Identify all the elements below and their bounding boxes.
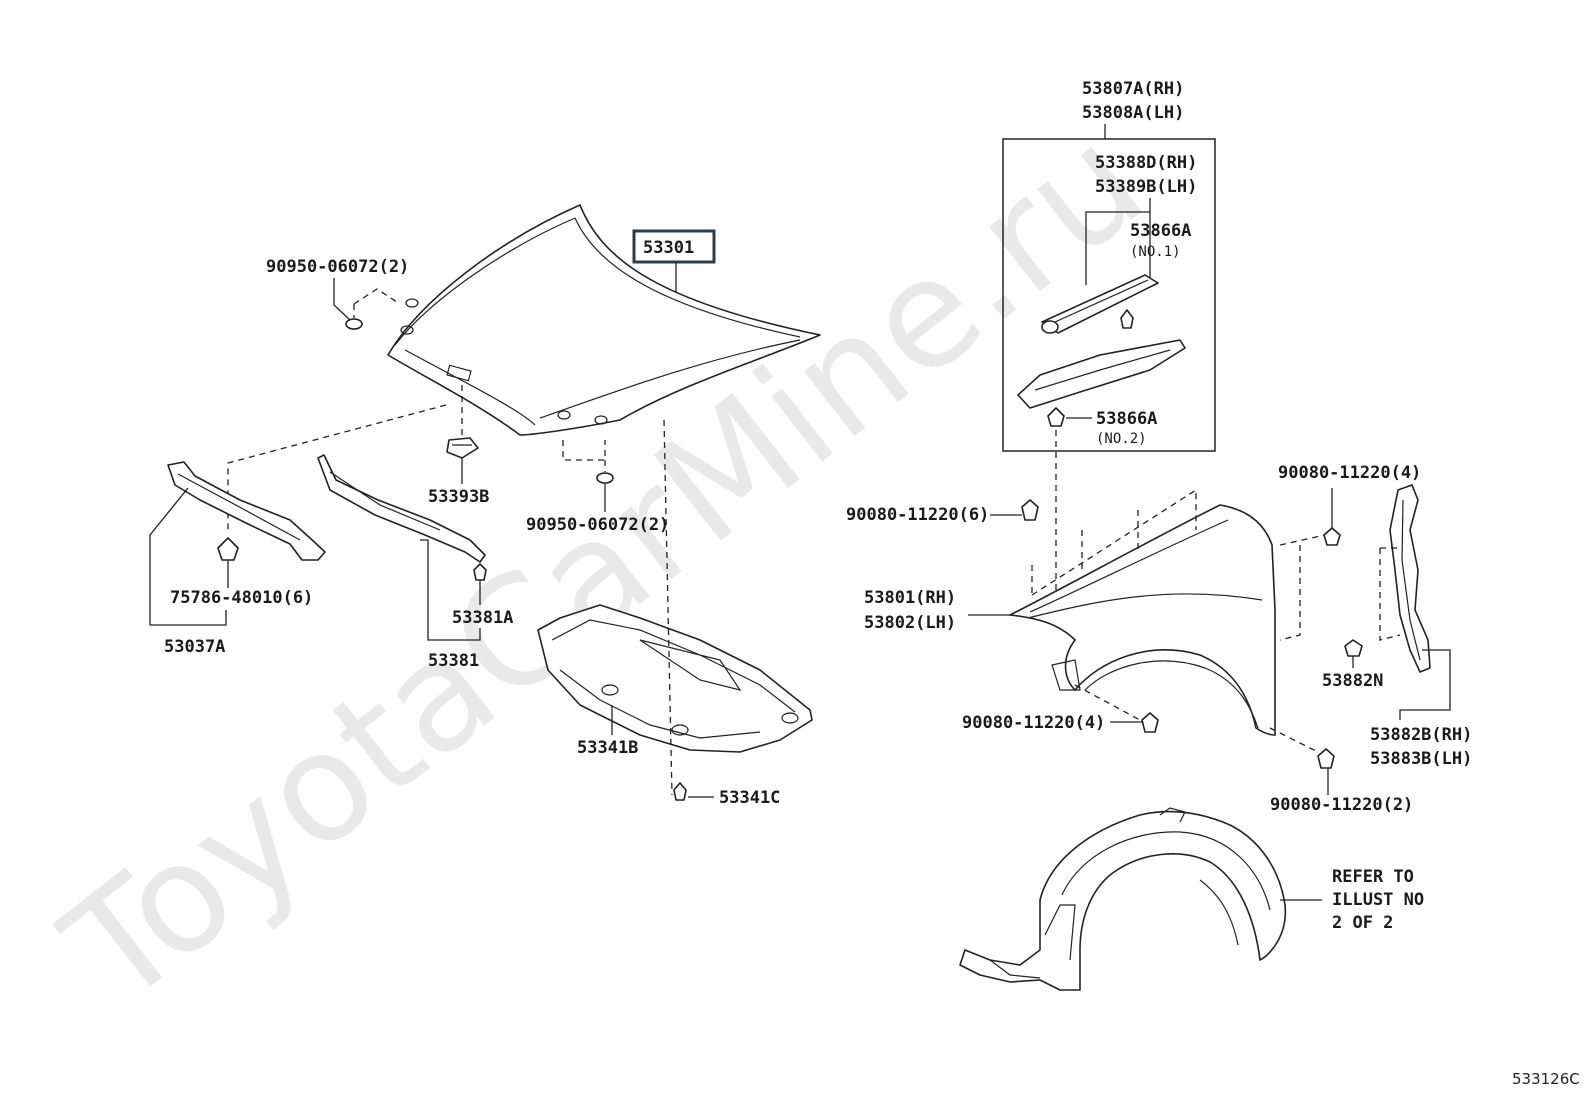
fender-seal-rh-label: 53388D(RH)	[1095, 153, 1197, 173]
hood-clip-bottom-part[interactable]	[596, 472, 614, 484]
seal-rear-part[interactable]	[317, 454, 486, 563]
fender-bolt-right-label: 90080-11220(4)	[1278, 463, 1421, 483]
figure-code: 533126C	[1512, 1070, 1580, 1088]
fender-bolt-top-part[interactable]	[1021, 499, 1039, 521]
seal-rear-clip-part[interactable]	[473, 563, 487, 581]
fender-liner-part[interactable]	[959, 807, 1287, 991]
hood-label: 53301	[643, 238, 694, 258]
seal-front-part[interactable]	[167, 461, 326, 561]
liner-clip-label: 53882N	[1322, 671, 1383, 691]
fender-protector-box	[1002, 138, 1216, 452]
hood-clip-top-part[interactable]	[345, 318, 363, 330]
seal-rear-clip-label: 53381A	[452, 608, 513, 628]
protector-clip-1-part[interactable]	[1120, 309, 1134, 329]
fender-protector-rh-label: 53807A(RH)	[1082, 79, 1184, 99]
insulator-clip-part[interactable]	[673, 782, 687, 801]
fender-lh-label: 53802(LH)	[864, 613, 956, 633]
protector-clip-2-part[interactable]	[1047, 407, 1065, 427]
fender-bolt-low-right-label: 90080-11220(2)	[1270, 795, 1413, 815]
liner-seal-part[interactable]	[1389, 484, 1431, 673]
hood-cushion-part[interactable]	[446, 437, 479, 459]
protector-clip-2-label: 53866A	[1096, 409, 1157, 429]
hood-part[interactable]	[387, 204, 821, 436]
refer-line3: 2 OF 2	[1332, 913, 1393, 933]
seal-front-label: 53037A	[164, 637, 225, 657]
hood-clip-bottom-label: 90950-06072(2)	[526, 515, 669, 535]
fender-bolt-top-label: 90080-11220(6)	[846, 505, 989, 525]
protector-clip-2-note: (NO.2)	[1096, 431, 1147, 447]
seal-rear-label: 53381	[428, 651, 479, 671]
fender-bolt-bottom-label: 90080-11220(4)	[962, 713, 1105, 733]
fender-protector-part[interactable]	[1017, 339, 1186, 409]
fender-part[interactable]	[1009, 504, 1276, 736]
fender-protector-lh-label: 53808A(LH)	[1082, 103, 1184, 123]
seal-front-clip-part[interactable]	[217, 537, 239, 561]
fender-bolt-low-right-part[interactable]	[1317, 748, 1335, 769]
liner-seal-rh-label: 53882B(RH)	[1370, 725, 1472, 745]
hood-label-box	[632, 229, 716, 264]
fender-rh-label: 53801(RH)	[864, 588, 956, 608]
fender-seal-part[interactable]	[1041, 274, 1159, 334]
refer-line2: ILLUST NO	[1332, 890, 1424, 910]
insulator-label: 53341B	[577, 738, 638, 758]
hood-clip-top-label: 90950-06072(2)	[266, 257, 409, 277]
protector-clip-1-note: (NO.1)	[1130, 244, 1181, 260]
liner-seal-lh-label: 53883B(LH)	[1370, 749, 1472, 769]
fender-seal-lh-label: 53389B(LH)	[1095, 177, 1197, 197]
insulator-part[interactable]	[537, 604, 813, 753]
protector-clip-1-label: 53866A	[1130, 221, 1191, 241]
seal-front-clip-label: 75786-48010(6)	[170, 588, 313, 608]
fender-bolt-bottom-part[interactable]	[1141, 712, 1159, 733]
fender-bolt-right-part[interactable]	[1323, 527, 1341, 546]
refer-line1: REFER TO	[1332, 867, 1414, 887]
hood-cushion-label: 53393B	[428, 487, 489, 507]
liner-clip-part[interactable]	[1344, 639, 1363, 657]
insulator-clip-label: 53341C	[719, 788, 780, 808]
